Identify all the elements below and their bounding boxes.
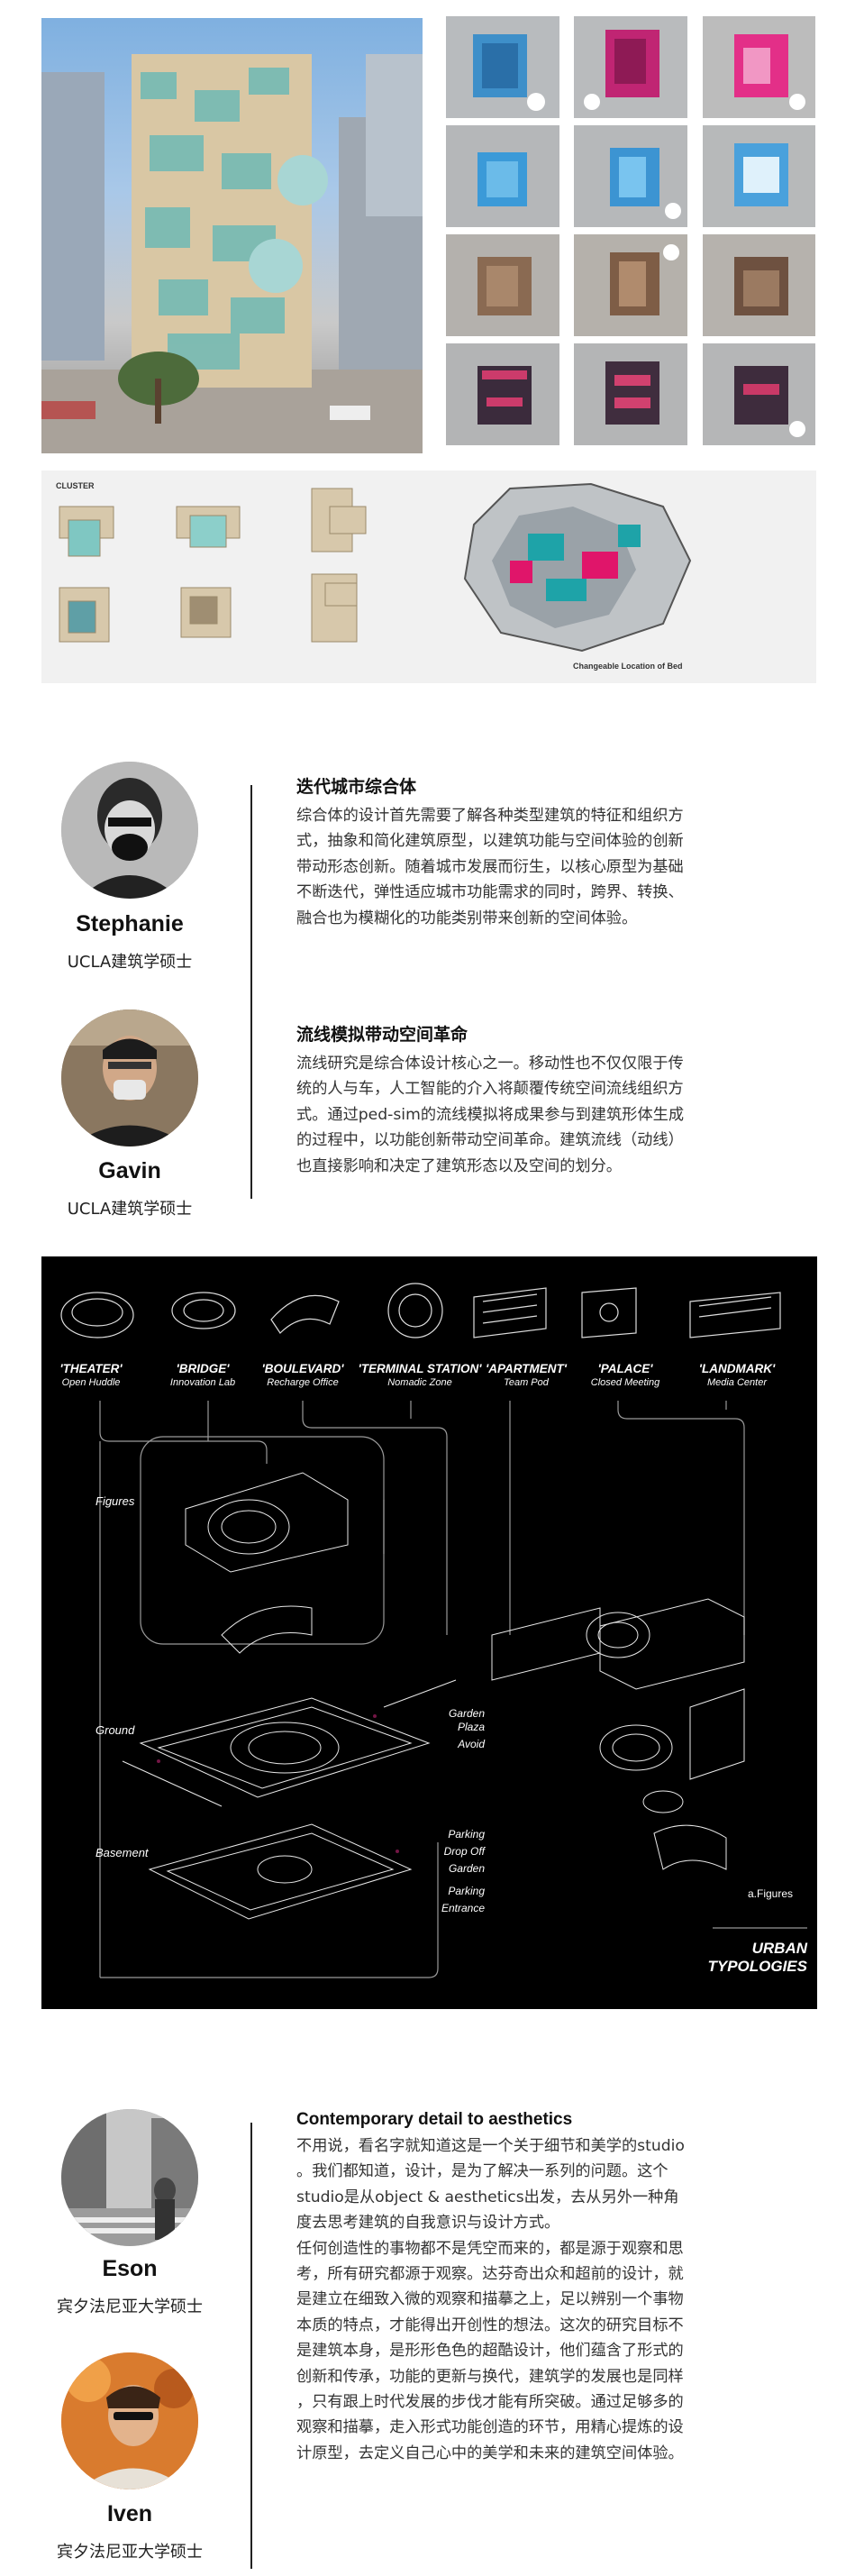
avatar: [61, 2109, 198, 2246]
massing-variation-image: [703, 234, 815, 336]
massing-variation-image: [574, 16, 687, 118]
body-paragraph: 流线研究是综合体设计核心之一。移动性也不仅仅限于传 统的人与车，人工智能的介入将…: [296, 1055, 685, 1175]
level-label-basement: Basement: [95, 1846, 149, 1859]
urban-typologies-diagram: 'THEATER'Open Huddle 'BRIDGE'Innovation …: [41, 1256, 817, 2009]
person-name: Gavin: [98, 1158, 161, 1183]
typology-label: 'PALACE'Closed Meeting: [590, 1362, 660, 1388]
person-title: UCLA建筑学硕士: [67, 953, 193, 972]
text-block-circulation: 流线模拟带动空间革命 流线研究是综合体设计核心之一。移动性也不仅仅限于传 统的人…: [296, 1021, 819, 1179]
massing-variation-image: [703, 343, 815, 445]
massing-variation-image: [574, 343, 687, 445]
massing-variation-image: [574, 234, 687, 336]
person-name: Eson: [102, 2256, 158, 2281]
person-title: UCLA建筑学硕士: [67, 1200, 193, 1219]
avatar: [61, 1009, 198, 1146]
typology-label: 'BRIDGE'Innovation Lab: [169, 1362, 236, 1388]
divider-line: [250, 2123, 252, 2569]
person-title: 宾夕法尼亚大学硕士: [57, 2297, 203, 2316]
massing-variation-image: [703, 125, 815, 227]
ground-labels: Garden Plaza Avoid: [448, 1707, 485, 1750]
person-title: 宾夕法尼亚大学硕士: [57, 2543, 203, 2562]
typology-label: 'THEATER'Open Huddle: [59, 1362, 123, 1388]
cluster-label: CLUSTER: [56, 481, 95, 490]
level-label-figures: Figures: [95, 1494, 135, 1508]
massing-variation-image: [574, 125, 687, 227]
basement-labels: Parking Drop Off Garden Parking Entrance: [441, 1828, 485, 1914]
typology-label: 'TERMINAL STATION'Nomadic Zone: [358, 1362, 482, 1388]
divider-line: [250, 785, 252, 1199]
massing-variation-image: [446, 16, 559, 118]
massing-variation-image: [446, 234, 559, 336]
massing-variation-image: [446, 125, 559, 227]
section-heading: 迭代城市综合体: [296, 777, 417, 797]
avatar: [61, 762, 198, 899]
urban-typologies-title: URBAN TYPOLOGIES: [707, 1940, 807, 1975]
body-paragraph: 不用说，看名字就知道这是一个关于细节和美学的studio 。我们都知道，设计，是…: [296, 2137, 685, 2462]
section-heading: Contemporary detail to aesthetics: [296, 2110, 573, 2129]
typology-label: 'BOULEVARD'Recharge Office: [261, 1362, 344, 1388]
level-label-ground: Ground: [95, 1723, 135, 1737]
massing-variation-image: [703, 16, 815, 118]
building-render-image: [41, 18, 423, 453]
avatar: [61, 2352, 198, 2489]
body-paragraph: 综合体的设计首先需要了解各种类型建筑的特征和组织方 式，抽象和简化建筑原型，以建…: [296, 807, 684, 927]
person-name: Iven: [106, 2501, 153, 2526]
massing-variation-image: [446, 343, 559, 445]
typology-label: 'APARTMENT'Team Pod: [486, 1362, 567, 1388]
person-name: Stephanie: [76, 911, 184, 936]
typology-label: 'LANDMARK'Media Center: [698, 1362, 776, 1388]
section-heading: 流线模拟带动空间革命: [296, 1025, 468, 1045]
cluster-panel: CLUSTER Changeable Location of Bed: [41, 470, 816, 683]
cluster-caption: Changeable Location of Bed: [573, 662, 683, 671]
figures-caption: a.Figures: [748, 1887, 794, 1900]
text-block-aesthetics: Contemporary detail to aesthetics 不用说，看名…: [296, 2110, 819, 2466]
text-block-urban-complex: 迭代城市综合体 综合体的设计首先需要了解各种类型建筑的特征和组织方 式，抽象和简…: [296, 773, 819, 931]
